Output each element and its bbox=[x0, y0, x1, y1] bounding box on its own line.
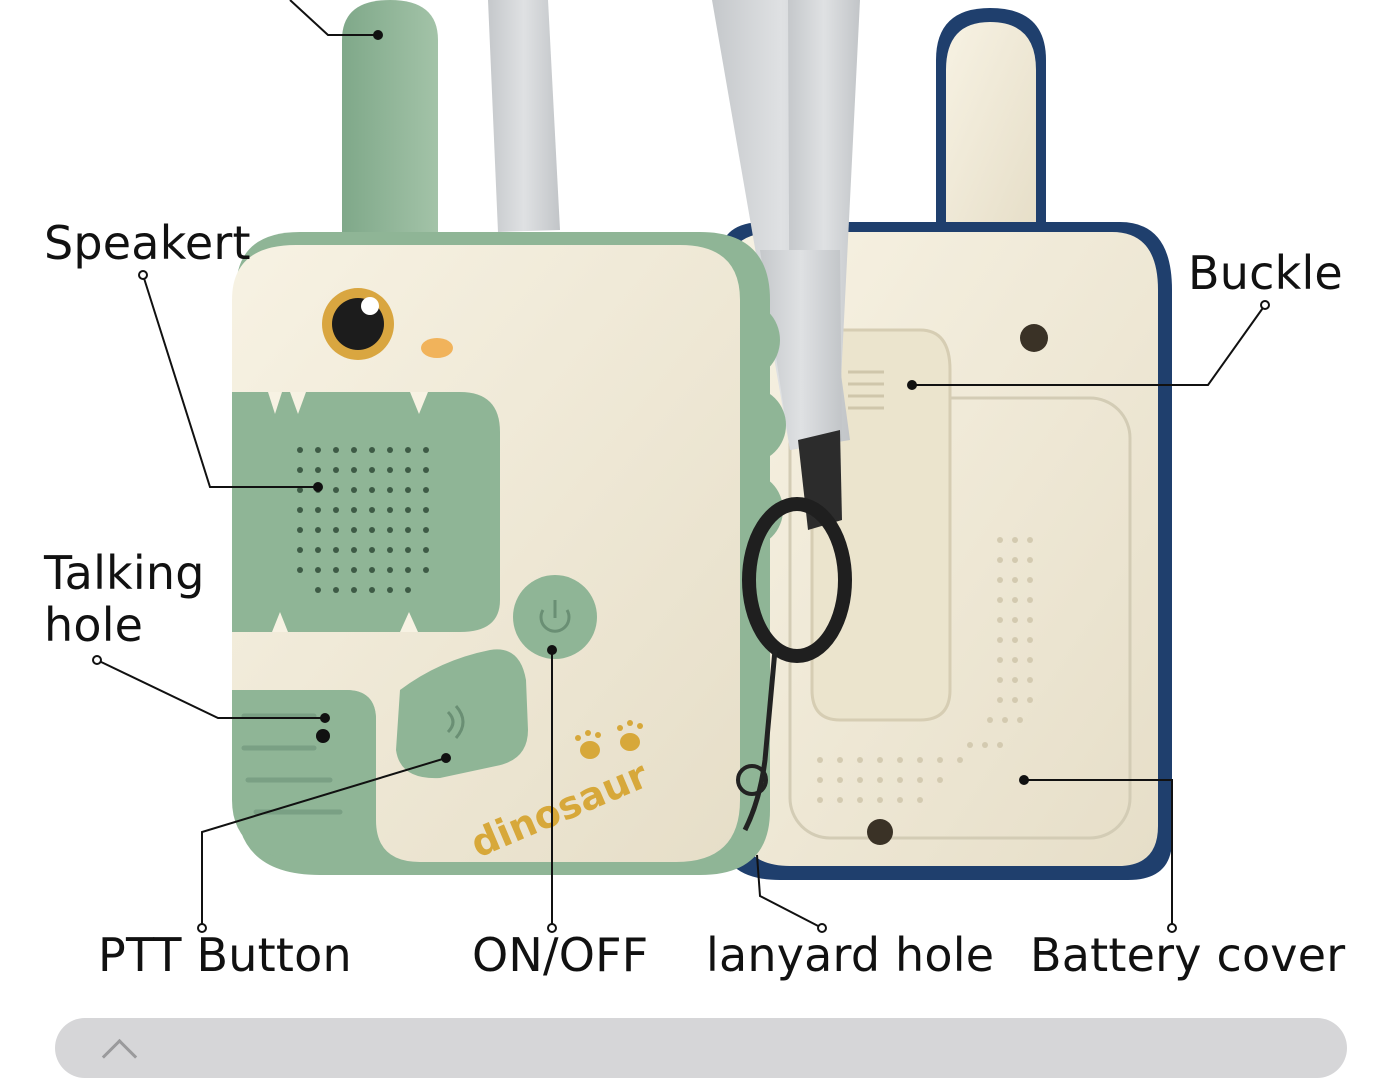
on-off-label: ON/OFF bbox=[472, 928, 649, 982]
nose bbox=[421, 338, 453, 358]
lanyard-connector bbox=[736, 430, 852, 832]
battery-cover-label: Battery cover bbox=[1030, 928, 1346, 982]
battery-cover-panel bbox=[788, 396, 1132, 840]
speaker-grille bbox=[297, 447, 429, 593]
screw-hole bbox=[867, 819, 893, 845]
grip-panel bbox=[232, 690, 376, 862]
paw-prints bbox=[575, 720, 643, 759]
lanyard-strap bbox=[488, 0, 860, 450]
walkie-talkie-illustration: dinosaur bbox=[92, 0, 1270, 933]
buckle-label: Buckle bbox=[1188, 246, 1343, 300]
talking-hole bbox=[316, 729, 330, 743]
talking-hole-label: Talking hole bbox=[44, 546, 205, 652]
callout-dots bbox=[92, 30, 1270, 933]
chevron-up-icon[interactable] bbox=[101, 1038, 138, 1075]
speaker-panel bbox=[232, 392, 500, 632]
product-diagram: dinosaur bbox=[44, 0, 1347, 1078]
front-unit: dinosaur bbox=[232, 0, 786, 875]
ptt-button-label: PTT Button bbox=[98, 928, 352, 982]
callout-lines bbox=[96, 0, 1266, 929]
front-antenna bbox=[342, 0, 438, 240]
bottom-scroll-bar[interactable] bbox=[55, 1018, 1347, 1078]
lanyard-hole-label: lanyard hole bbox=[706, 928, 995, 982]
grip-texture bbox=[817, 537, 1033, 803]
buckle-hole bbox=[1020, 324, 1048, 352]
speaker-label: Speakert bbox=[44, 216, 251, 270]
